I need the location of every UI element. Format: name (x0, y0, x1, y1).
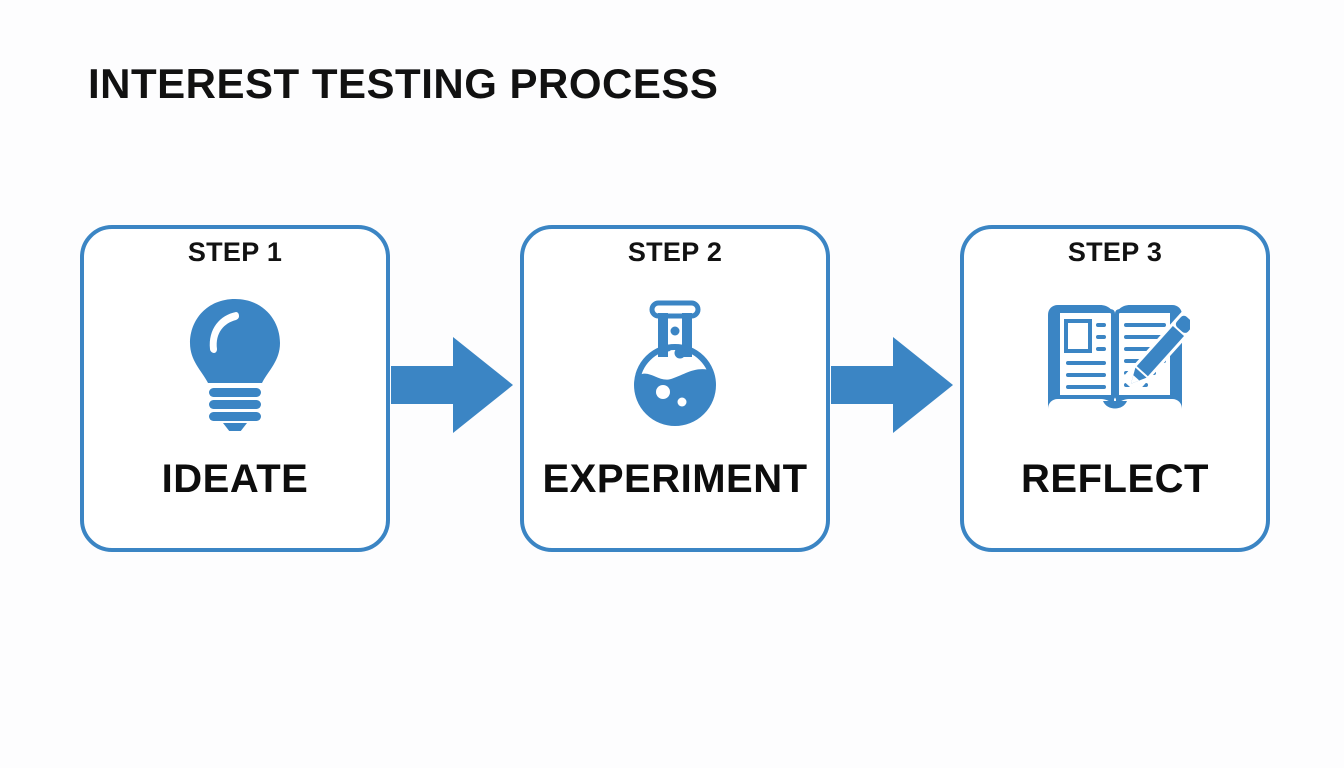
connector-arrow-1 (391, 337, 513, 433)
open-book-pencil-icon (1048, 304, 1190, 409)
lightbulb-icon (190, 298, 280, 431)
step-card-2[interactable]: STEP 2 (520, 225, 830, 552)
step-icon-1 (84, 264, 386, 457)
connector-arrow-2 (831, 337, 953, 433)
step-card-1[interactable]: STEP 1 IDEATE (80, 225, 390, 552)
arrow-right-icon (391, 337, 513, 433)
step-title-3: REFLECT (1021, 457, 1209, 501)
flask-icon (634, 300, 716, 426)
step-card-3[interactable]: STEP 3 (960, 225, 1270, 552)
step-number-label-3: STEP 3 (1067, 237, 1163, 267)
arrow-right-icon (831, 337, 953, 433)
step-icon-2 (524, 264, 826, 457)
step-number-label-1: STEP 1 (187, 237, 283, 267)
step-number-label-2: STEP 2 (627, 237, 723, 267)
process-flow: STEP 1 IDEATE (0, 225, 1344, 555)
step-title-2: EXPERIMENT (542, 457, 808, 501)
step-icon-3 (964, 264, 1266, 457)
page-title: INTEREST TESTING PROCESS (88, 60, 719, 107)
step-title-1: IDEATE (161, 457, 309, 501)
